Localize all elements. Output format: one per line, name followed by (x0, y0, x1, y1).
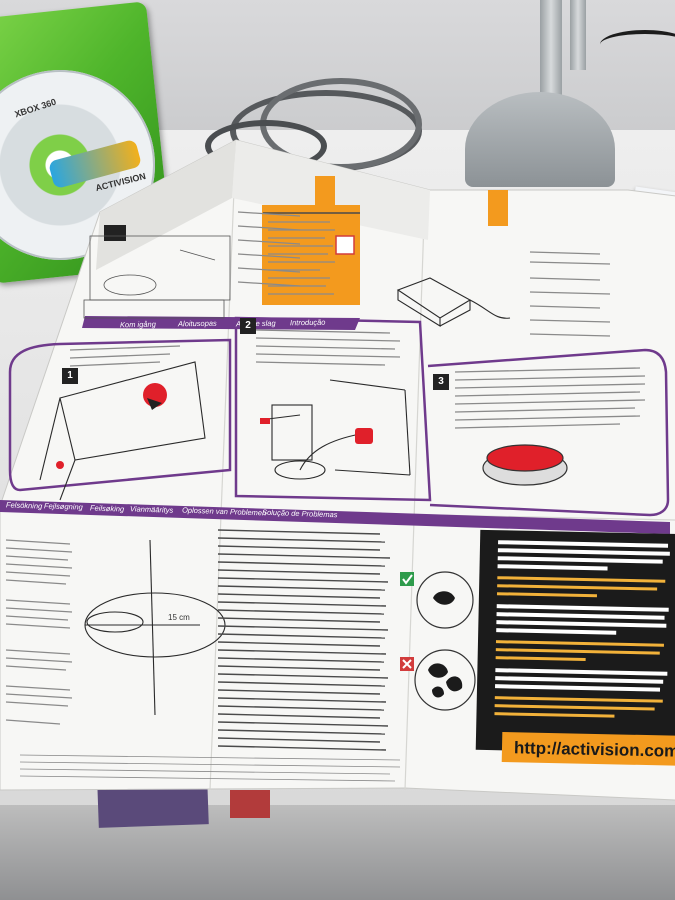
step-2-number: 2 (240, 318, 256, 334)
bar-label-introducao: Introdução (289, 317, 326, 328)
bar-label-vianmaaritys: Vianmääritys (129, 504, 174, 515)
lamp-arm (540, 0, 562, 110)
step-3-frame (427, 348, 670, 517)
step-1-number: 1 (62, 368, 78, 384)
support-url[interactable]: http://activision.com/suppo (513, 738, 675, 762)
bar-label-felsokning: Felsökning (5, 500, 43, 511)
step-2-frame (234, 316, 432, 502)
bar-label-feilsoking: Feilsøking (89, 503, 125, 514)
support-url-banner: http://activision.com/suppo (501, 732, 675, 766)
bar-label-fejlsogning: Fejlsøgning (43, 501, 83, 512)
under-sheet-item-2 (230, 790, 270, 818)
orange-warning-block (262, 205, 360, 305)
lamp-cable (600, 30, 675, 59)
lamp-arm-2 (570, 0, 586, 70)
bar-label-aloitusopas: Aloitusopas (177, 318, 217, 329)
measurement-label: 15 cm (168, 613, 190, 622)
bar-label-kom-igang: Kom igång (119, 319, 156, 330)
step-1-frame (8, 338, 232, 492)
section-bar-bottom (0, 500, 670, 534)
support-info-panel (475, 529, 675, 755)
step-3-number: 3 (433, 374, 449, 390)
lamp-base (465, 92, 615, 187)
check-icon (400, 572, 414, 586)
